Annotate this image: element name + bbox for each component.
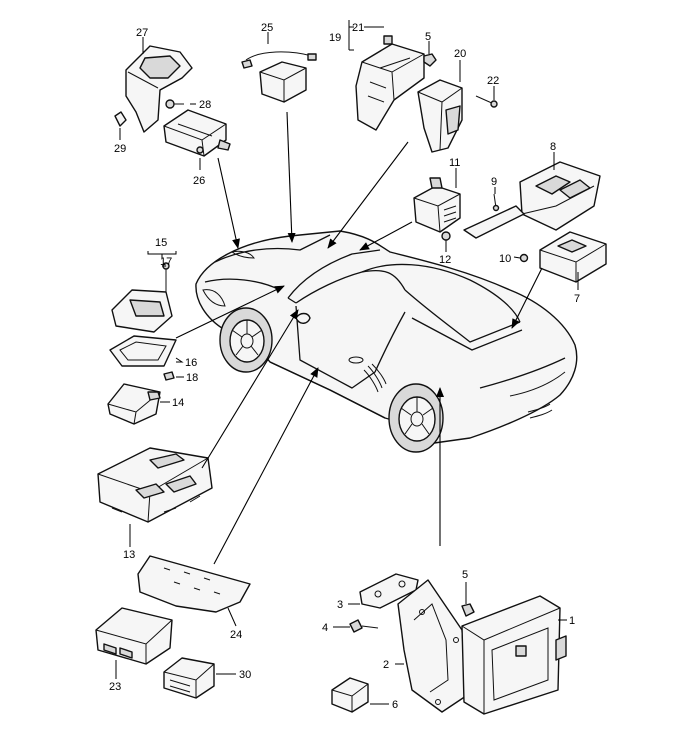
front-wheel xyxy=(219,307,273,373)
control-unit-part-19 xyxy=(355,35,425,131)
callout-1: 1 xyxy=(569,615,575,627)
bracket-part-6 xyxy=(331,677,369,713)
bolt-part-22 xyxy=(475,95,498,108)
callout-18: 18 xyxy=(186,372,198,384)
airbag-control-unit xyxy=(163,109,231,157)
callout-6: 6 xyxy=(392,699,398,711)
pointer-arrows xyxy=(175,111,543,565)
seal-part-16 xyxy=(109,335,177,367)
clip-part-18 xyxy=(163,371,175,381)
nut-part-12 xyxy=(441,231,451,241)
callout-11: 11 xyxy=(449,157,460,169)
callout-12: 12 xyxy=(439,254,451,266)
control-unit-part-23 xyxy=(95,607,173,665)
callout-9: 9 xyxy=(491,176,497,188)
callout-28: 28 xyxy=(199,99,211,111)
callout-leaders xyxy=(115,20,579,705)
control-unit-part-13 xyxy=(97,447,213,523)
callout-15: 15 xyxy=(155,237,167,249)
module-part-15 xyxy=(111,289,173,333)
callout-14: 14 xyxy=(172,397,184,409)
nut-part-5-top xyxy=(423,53,437,67)
callout-2: 2 xyxy=(383,659,389,671)
callout-29: 29 xyxy=(114,143,126,155)
nut-part-5-bottom xyxy=(461,603,475,617)
callout-19: 19 xyxy=(329,32,341,44)
callout-3: 3 xyxy=(337,599,343,611)
callout-5a: 5 xyxy=(425,31,431,43)
airbag-control-bracket xyxy=(125,45,193,133)
callout-22: 22 xyxy=(487,75,499,87)
control-unit-part-8 xyxy=(463,161,601,239)
callout-30: 30 xyxy=(239,669,251,681)
car-illustration xyxy=(195,230,578,453)
nut-part-10 xyxy=(519,253,529,263)
callout-16: 16 xyxy=(185,357,197,369)
engine-control-unit-part-1 xyxy=(461,595,567,715)
bracket-plate-part-24 xyxy=(137,555,251,613)
callout-10: 10 xyxy=(499,253,511,265)
callout-4: 4 xyxy=(322,622,328,634)
callout-7: 7 xyxy=(574,293,580,305)
callout-24: 24 xyxy=(230,629,242,641)
callout-5b: 5 xyxy=(462,569,468,581)
callout-8: 8 xyxy=(550,141,556,153)
bolt-part-4 xyxy=(349,619,379,633)
control-unit-part-30 xyxy=(163,657,215,699)
screw-part-9 xyxy=(492,193,500,212)
callout-13: 13 xyxy=(123,549,135,561)
callout-26: 26 xyxy=(193,175,205,187)
bracket-plate-part-2 xyxy=(397,579,467,713)
connector-part-11 xyxy=(413,177,461,233)
control-unit-part-7 xyxy=(539,231,607,283)
callout-20: 20 xyxy=(454,48,466,60)
callout-21: 21 xyxy=(352,22,364,34)
callout-17: 17 xyxy=(160,256,172,268)
callout-27: 27 xyxy=(136,27,148,39)
rear-wheel xyxy=(388,383,444,453)
module-part-25 xyxy=(241,51,317,103)
control-unit-part-14 xyxy=(107,383,161,425)
callout-labels: 27 28 29 26 25 19 21 5 20 22 8 9 10 7 11… xyxy=(109,22,580,711)
callout-25: 25 xyxy=(261,22,273,34)
clip-part-29 xyxy=(114,111,127,127)
screw-part-28 xyxy=(165,99,184,109)
callout-23: 23 xyxy=(109,681,121,693)
bracket-part-20 xyxy=(417,79,463,153)
